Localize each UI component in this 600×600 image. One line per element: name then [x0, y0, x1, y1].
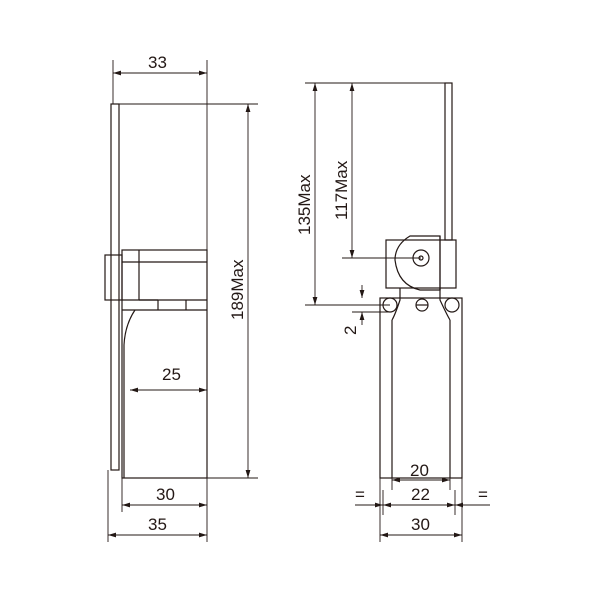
eq-left: =	[355, 485, 365, 504]
lever-rod	[444, 82, 453, 241]
dim-20: 20	[410, 461, 429, 480]
side-view: 33 189Max 25 30 35	[104, 53, 258, 542]
lever-arm	[110, 103, 120, 471]
dim-135max: 135Max	[295, 174, 314, 235]
front-view: 135Max 117Max 2 20 22 = = 30	[295, 82, 490, 542]
dim-2: 2	[341, 326, 360, 335]
plunger-curve	[123, 309, 136, 478]
mount-hole-right	[444, 297, 460, 313]
head	[385, 239, 457, 289]
switch-body	[121, 249, 208, 479]
dim-33: 33	[148, 53, 167, 72]
dim-117max: 117Max	[332, 160, 351, 220]
roller-housing	[394, 235, 441, 291]
dim-189max: 189Max	[228, 259, 247, 320]
dim-25: 25	[162, 365, 181, 384]
dim-30-front: 30	[411, 515, 430, 534]
dim-35: 35	[148, 515, 167, 534]
dim-30-side: 30	[156, 485, 175, 504]
dim-22: 22	[411, 485, 430, 504]
eq-right: =	[478, 485, 488, 504]
